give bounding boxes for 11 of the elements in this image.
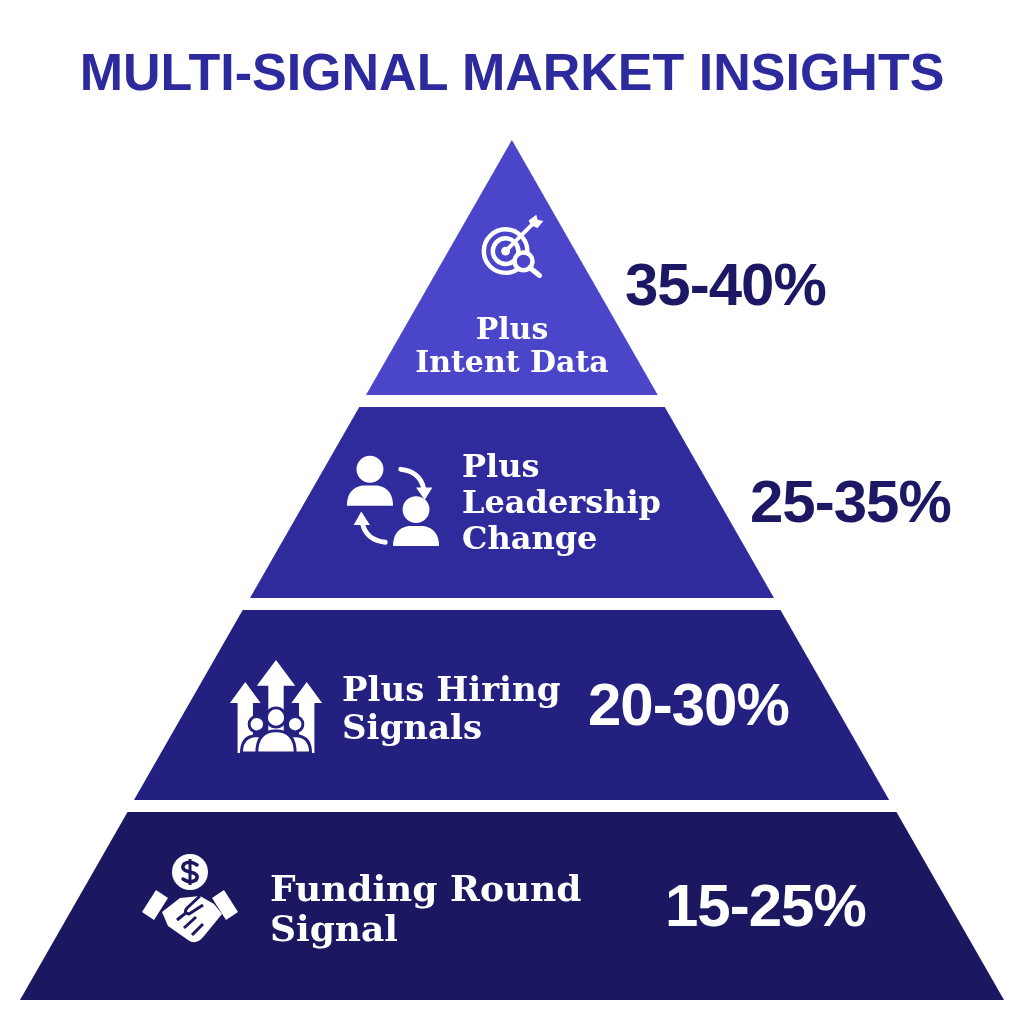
tier-label: Plus Intent Data [415,311,609,379]
pyramid-tier [20,812,1004,1000]
tier-label: Funding Round Signal [270,867,582,949]
percentage-label: 25-35% [750,472,951,532]
diagram-title: MULTI-SIGNAL MARKET INSIGHTS [79,44,945,102]
percentage-label: 15-25% [665,876,866,936]
tier-label: Plus Hiring Signals [342,669,561,747]
pyramid-tier [134,610,890,800]
percentage-label: 35-40% [625,255,826,315]
tier-label: Plus Leadership Change [462,447,661,557]
percentage-label: 20-30% [588,675,789,735]
